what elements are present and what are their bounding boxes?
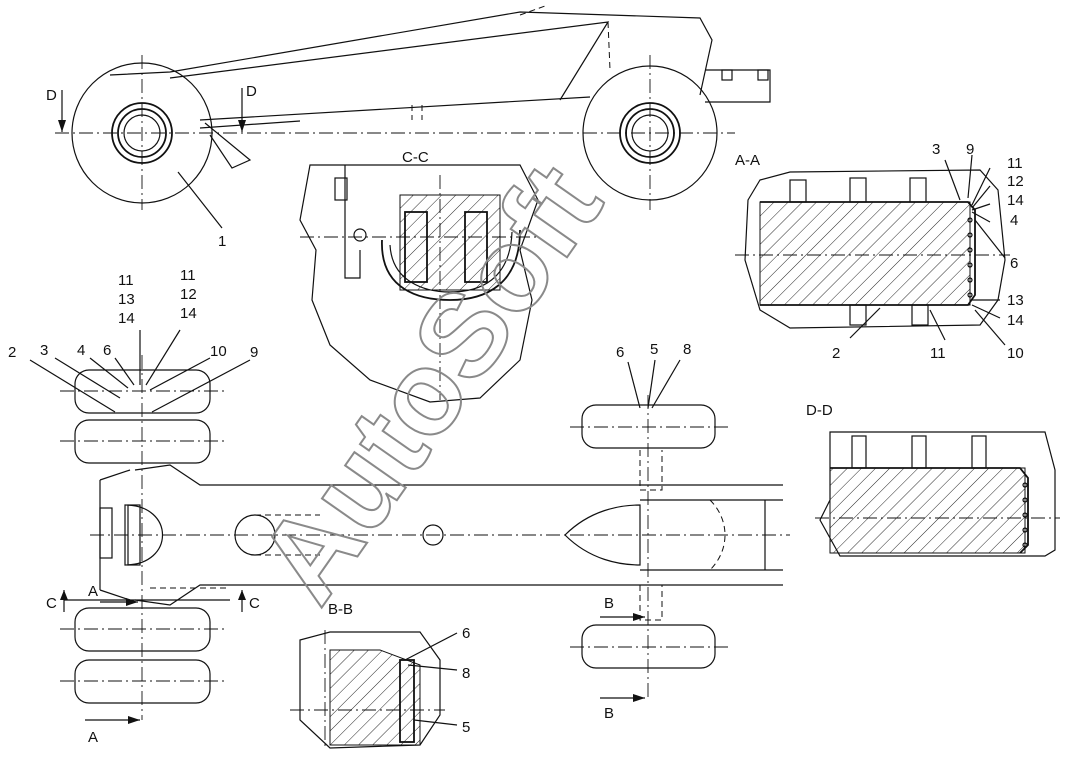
callout-left-11a: 11: [118, 272, 134, 289]
callout-left-14b: 14: [180, 305, 197, 322]
section-a-a: [735, 154, 1010, 346]
top-elevation-view: [55, 5, 771, 229]
section-title-b-b: B-B: [328, 601, 353, 618]
callout-bb-8: 8: [462, 665, 470, 682]
middle-track-view: [570, 359, 730, 702]
callout-bb-5: 5: [462, 719, 470, 736]
cut-mark-a-bottom: A: [88, 729, 98, 746]
callout-aa-2: 2: [832, 345, 840, 362]
callout-aa-11: 11: [1007, 155, 1023, 172]
callout-mid-8: 8: [683, 341, 691, 358]
cut-mark-c-right: C: [249, 595, 260, 612]
section-b-b: [290, 630, 458, 750]
callout-bb-6: 6: [462, 625, 470, 642]
callout-left-13: 13: [118, 291, 135, 308]
section-title-a-a: A-A: [735, 152, 760, 169]
callout-aa-6: 6: [1010, 255, 1018, 272]
callout-left-10: 10: [210, 343, 227, 360]
callout-aa-12: 12: [1007, 173, 1024, 190]
section-title-c-c: C-C: [402, 149, 429, 166]
callout-labels: 1 3 9 11 12 14 4 6 13 14 2 11 10 11 13 1…: [8, 141, 1024, 736]
callout-left-14a: 14: [118, 310, 135, 327]
cut-mark-c-left: C: [46, 595, 57, 612]
callout-mid-6: 6: [616, 344, 624, 361]
callout-mid-5: 5: [650, 341, 658, 358]
callout-left-12: 12: [180, 286, 197, 303]
callout-aa-13: 13: [1007, 292, 1024, 309]
callout-aa-3: 3: [932, 141, 940, 158]
callout-aa-4: 4: [1010, 212, 1018, 229]
callout-left-6: 6: [103, 342, 111, 359]
cut-mark-b-bottom: B: [604, 705, 614, 722]
callout-aa-10: 10: [1007, 345, 1024, 362]
callout-aa-14b: 14: [1007, 312, 1024, 329]
callout-left-2: 2: [8, 344, 16, 361]
section-title-d-d: D-D: [806, 402, 833, 419]
section-d-d: [815, 431, 1060, 557]
cut-mark-a-top: A: [88, 583, 98, 600]
callout-aa-9: 9: [966, 141, 974, 158]
cut-mark-d-right: D: [246, 83, 257, 100]
central-chassis: [60, 464, 790, 612]
callout-left-4: 4: [77, 342, 85, 359]
section-labels: C-C A-A D-D B-B D D A C C B B A: [46, 83, 833, 746]
callout-left-9: 9: [250, 344, 258, 361]
cut-mark-d-left: D: [46, 87, 57, 104]
callout-left-3: 3: [40, 342, 48, 359]
section-c-c: [299, 164, 540, 403]
left-track-view: [29, 329, 251, 724]
cut-mark-b-top: B: [604, 595, 614, 612]
callout-1: 1: [218, 233, 226, 250]
callout-left-11b: 11: [180, 267, 196, 284]
callout-aa-14: 14: [1007, 192, 1024, 209]
callout-aa-11b: 11: [930, 345, 946, 362]
